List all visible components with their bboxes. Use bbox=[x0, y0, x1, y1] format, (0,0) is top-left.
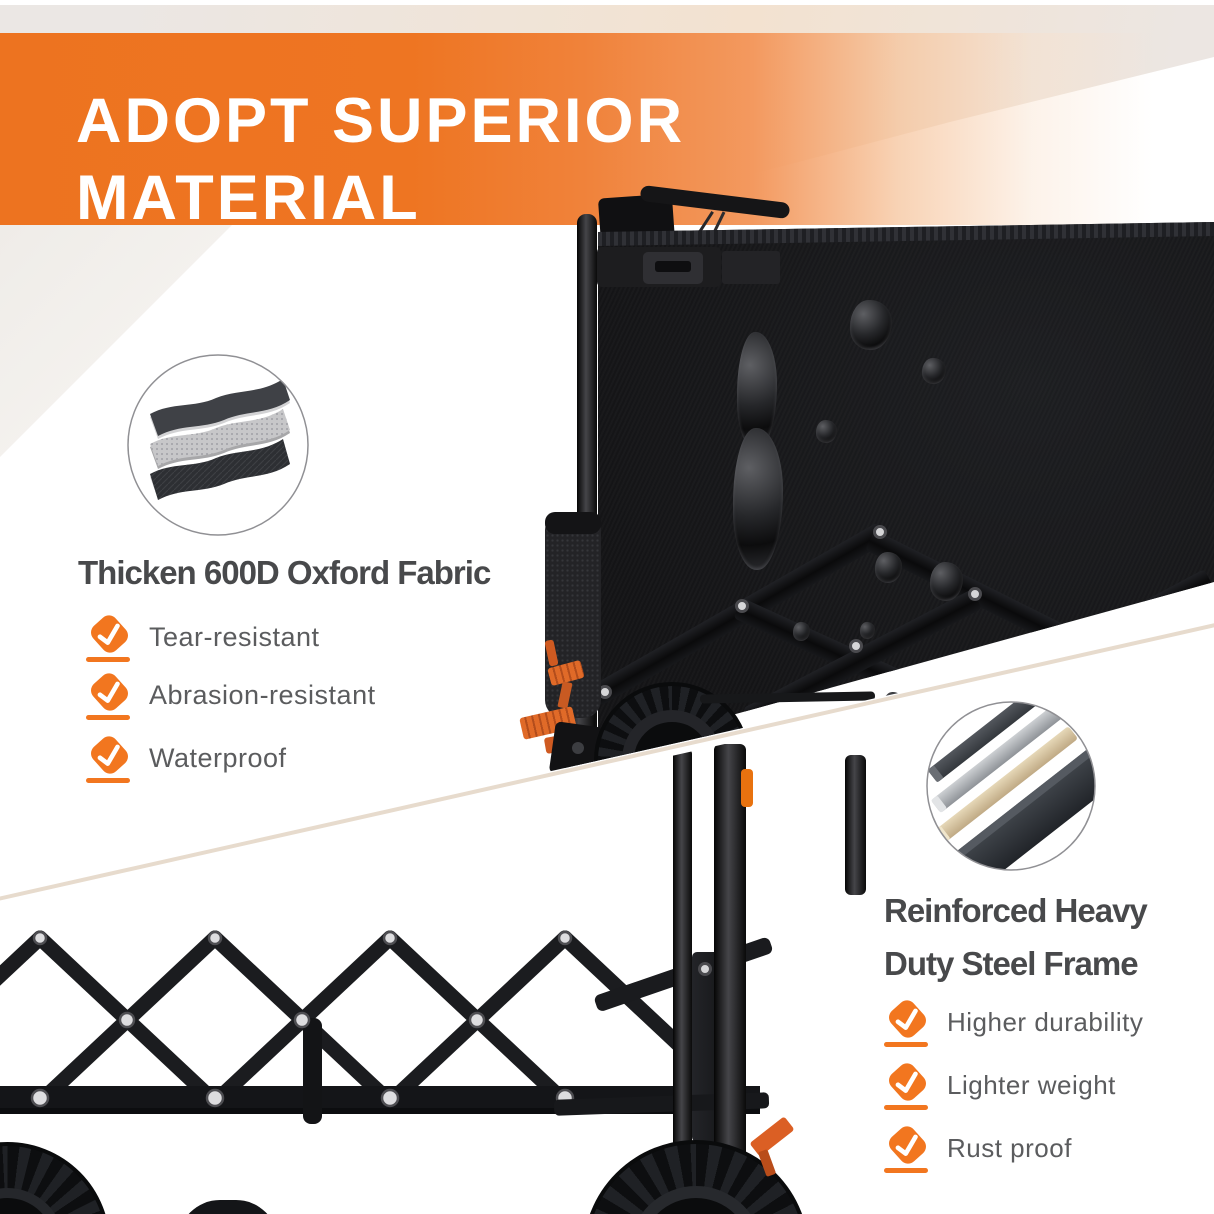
mesh-pocket bbox=[545, 518, 601, 718]
frame-item-row: Higher durability bbox=[884, 996, 1144, 1047]
fabric-item-label: Waterproof bbox=[149, 743, 287, 773]
rivet bbox=[1077, 631, 1091, 645]
frame-item-label: Rust proof bbox=[947, 1133, 1072, 1163]
fabric-item-row: Waterproof bbox=[86, 732, 287, 783]
fabric-item-row: Tear-resistant bbox=[86, 611, 320, 662]
water-droplet bbox=[930, 562, 963, 601]
water-droplet bbox=[850, 300, 892, 350]
title-line-1: ADOPT SUPERIOR bbox=[76, 86, 686, 156]
frame-heading-line-2: Duty Steel Frame bbox=[884, 945, 1139, 982]
fabric-top-hem bbox=[598, 222, 1214, 246]
check-badge-icon bbox=[884, 1059, 930, 1110]
check-badge-icon bbox=[86, 669, 132, 720]
orange-pole-clip bbox=[741, 769, 753, 807]
strap-buckle-slot bbox=[655, 261, 691, 272]
mesh-pocket-rim bbox=[545, 512, 601, 534]
fabric-item-label: Tear-resistant bbox=[149, 622, 320, 652]
fabric-item-label: Abrasion-resistant bbox=[149, 680, 376, 710]
frame-heading: Reinforced Heavy Duty Steel Frame bbox=[884, 884, 1148, 990]
frame-item-label: Lighter weight bbox=[947, 1070, 1116, 1100]
frame-item-row: Lighter weight bbox=[884, 1059, 1116, 1110]
water-droplet bbox=[733, 428, 783, 570]
water-droplet bbox=[816, 420, 837, 443]
rivet bbox=[735, 599, 749, 613]
velcro-strap-end bbox=[722, 251, 780, 284]
hub-rivet bbox=[572, 742, 584, 754]
check-badge-icon bbox=[86, 611, 132, 662]
water-droplet bbox=[860, 622, 875, 639]
frame-item-label: Higher durability bbox=[947, 1007, 1144, 1037]
frame-heading-line-1: Reinforced Heavy bbox=[884, 892, 1148, 929]
rivet bbox=[873, 525, 887, 539]
title-banner: ADOPT SUPERIOR MATERIAL bbox=[0, 33, 1214, 233]
frame-item-row: Rust proof bbox=[884, 1122, 1072, 1173]
rivet bbox=[968, 587, 982, 601]
check-badge-icon bbox=[86, 732, 132, 783]
folded-handle-pole bbox=[714, 744, 746, 1214]
water-droplet bbox=[793, 622, 810, 641]
fabric-item-row: Abrasion-resistant bbox=[86, 669, 376, 720]
folded-handle-pole bbox=[673, 748, 692, 1214]
title-line-2: MATERIAL bbox=[76, 163, 421, 233]
rivet bbox=[849, 639, 863, 653]
fabric-layers-icon bbox=[120, 352, 316, 542]
page-title: ADOPT SUPERIOR MATERIAL bbox=[76, 83, 1214, 237]
check-badge-icon bbox=[884, 1122, 930, 1173]
check-badge-icon bbox=[884, 996, 930, 1047]
fabric-heading: Thicken 600D Oxford Fabric bbox=[78, 554, 491, 591]
lower-frame-bar bbox=[699, 691, 876, 704]
rivet bbox=[698, 962, 712, 976]
wheel-arc bbox=[178, 1200, 278, 1214]
steel-tubes-icon bbox=[925, 700, 1097, 872]
side-pole-stub bbox=[845, 755, 866, 895]
water-droplet bbox=[922, 358, 946, 384]
water-droplet bbox=[875, 552, 902, 583]
